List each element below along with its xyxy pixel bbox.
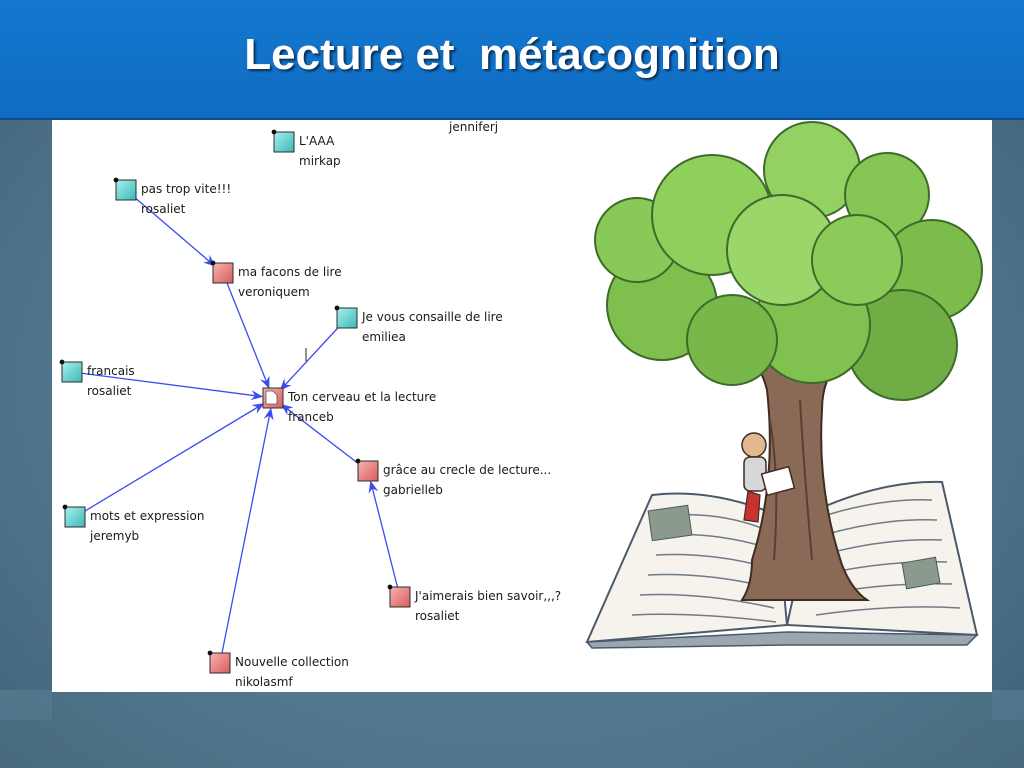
link-n7-to-center [280, 404, 369, 472]
tree-foliage [594, 121, 983, 401]
connector-dot-icon [271, 129, 277, 135]
node-author: jeremyb [89, 529, 139, 543]
diagram-node[interactable]: Nouvelle collection nikolasmf [207, 650, 349, 689]
node-author: nikolasmf [235, 675, 293, 689]
node-title: J'aimerais bien savoir,,,? [414, 589, 561, 603]
diagram-links [71, 189, 401, 664]
diagram-node[interactable]: Je vous consaille de lire emiliea [334, 305, 503, 344]
node-title: grâce au crecle de lecture... [383, 463, 551, 477]
link-n5-to-center [279, 317, 348, 391]
link-n8-to-center [74, 403, 265, 518]
connector-dot-icon [210, 260, 216, 266]
node-author: gabrielleb [383, 483, 443, 497]
node-author: veroniquem [238, 285, 310, 299]
node-author: rosaliet [415, 609, 460, 623]
node-title: pas trop vite!!! [141, 182, 231, 196]
diagram-node[interactable]: J'aimerais bien savoir,,,? rosaliet [387, 584, 562, 623]
link-n9-to-n7 [368, 480, 401, 598]
link-n3-to-n4 [125, 189, 216, 267]
node-title: ma facons de lire [238, 265, 342, 279]
link-n10-to-center [219, 407, 274, 664]
connector-dot-icon [62, 504, 68, 510]
node-author: emiliea [362, 330, 406, 344]
slide-header: Lecture et métacognition [0, 0, 1024, 120]
diagram-node[interactable]: ma facons de lire veroniquem [210, 260, 342, 299]
note-icon-cyan[interactable] [61, 361, 83, 383]
center-node[interactable]: Ton cerveau et la lecture franceb [262, 387, 436, 424]
connector-dot-icon [113, 177, 119, 183]
concept-map: Ton cerveau et la lecture franceb L'AAA mir… [59, 120, 983, 689]
node-title: mots et expression [90, 509, 204, 523]
node-title: L'AAA [299, 134, 335, 148]
diagram-node[interactable]: mots et expression jeremyb [62, 504, 205, 543]
node-author: mirkap [299, 154, 341, 168]
node-title: Je vous consaille de lire [361, 310, 503, 324]
link-n4-to-center [222, 272, 270, 389]
note-icon-red[interactable] [389, 586, 411, 608]
connector-dot-icon [387, 584, 393, 590]
note-icon-cyan[interactable] [336, 307, 358, 329]
diagram-nodes: Ton cerveau et la lecture franceb L'AAA mir… [59, 120, 562, 689]
node-author: jenniferj [448, 120, 498, 134]
diagram-node[interactable]: pas trop vite!!! rosaliet [113, 177, 232, 216]
node-title: Ton cerveau et la lecture [287, 390, 436, 404]
link-n6-to-center [71, 371, 264, 401]
note-icon-red[interactable] [212, 262, 234, 284]
tree-on-open-book-illustration [585, 121, 983, 649]
content-panel: Ton cerveau et la lecture franceb L'AAA mir… [52, 120, 992, 692]
connector-dot-icon [334, 305, 340, 311]
node-author: rosaliet [87, 384, 132, 398]
node-title: Nouvelle collection [235, 655, 349, 669]
node-author: rosaliet [141, 202, 186, 216]
note-icon-red[interactable] [357, 460, 379, 482]
note-icon-cyan[interactable] [64, 506, 86, 528]
note-icon-cyan[interactable] [273, 131, 295, 153]
document-icon [265, 390, 278, 405]
connector-dot-icon [355, 458, 361, 464]
reading-child-figure [741, 432, 796, 523]
open-book-icon [585, 480, 979, 649]
diagram-node[interactable]: L'AAA mirkap [271, 129, 341, 168]
slide-title: Lecture et métacognition [244, 30, 780, 79]
node-author: franceb [288, 410, 334, 424]
note-icon-cyan[interactable] [115, 179, 137, 201]
node-title: francais [87, 364, 135, 378]
connector-dot-icon [59, 359, 65, 365]
diagram-node[interactable]: jenniferj [448, 120, 498, 134]
diagram-node[interactable]: grâce au crecle de lecture... gabrielleb [355, 458, 552, 497]
diagram-node[interactable]: francais rosaliet [59, 359, 135, 398]
connector-dot-icon [207, 650, 213, 656]
note-icon-red[interactable] [209, 652, 231, 674]
